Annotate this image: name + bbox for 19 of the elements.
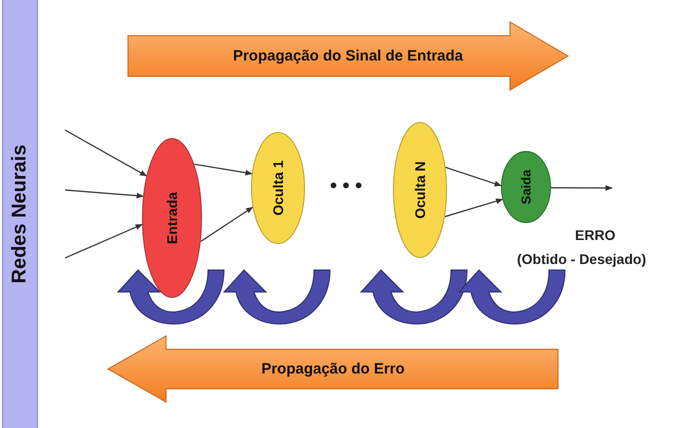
arrow-label: Propagação do Erro xyxy=(261,360,405,378)
arrow xyxy=(64,189,144,199)
layer-label: Entrada xyxy=(164,192,180,244)
layer-label: Oculta 1 xyxy=(270,160,286,216)
arrow xyxy=(445,166,502,186)
arrow xyxy=(64,129,148,176)
arrow-label: Propagação do Sinal de Entrada xyxy=(232,48,464,64)
layer-label: Oculta N xyxy=(412,161,428,219)
arrow xyxy=(64,224,143,259)
title-band xyxy=(2,0,38,428)
layer-label: Saida xyxy=(518,170,534,204)
arrow xyxy=(200,206,254,242)
arrow xyxy=(444,198,504,218)
band-title: Redes Neurais xyxy=(8,144,32,284)
error-formula: (Obtido - Desejado) xyxy=(517,251,646,267)
arrow xyxy=(194,164,253,176)
ellipsis: • • • xyxy=(330,175,362,198)
error-label: ERRO xyxy=(575,227,616,243)
arrow xyxy=(551,185,613,191)
